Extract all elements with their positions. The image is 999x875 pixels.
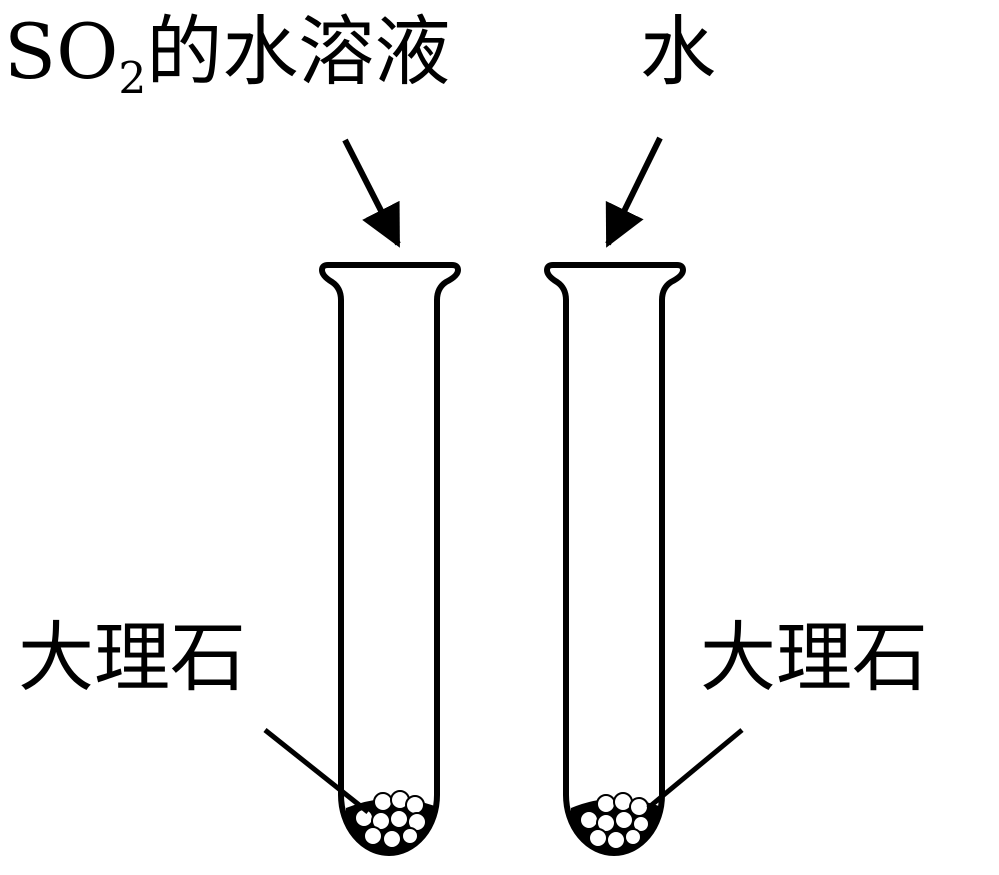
marble-label-left: 大理石 (18, 613, 246, 702)
water-label: 水 (640, 7, 716, 96)
right-arrow (605, 136, 663, 248)
marble-label-right: 大理石 (700, 613, 928, 702)
so2-solution-label: SO2的水溶液 (4, 14, 450, 101)
so2-label-suffix: 的水溶液 (146, 7, 451, 96)
so2-formula-subscript: 2 (118, 53, 147, 105)
left-test-tube (319, 262, 461, 856)
left-marble-pile (346, 790, 435, 851)
left-marble-leader (263, 728, 370, 814)
so2-formula-prefix: SO (4, 7, 119, 96)
right-marble-pile (571, 792, 659, 851)
right-test-tube (544, 262, 686, 856)
right-marble-leader (646, 728, 744, 810)
left-arrow (342, 138, 401, 248)
